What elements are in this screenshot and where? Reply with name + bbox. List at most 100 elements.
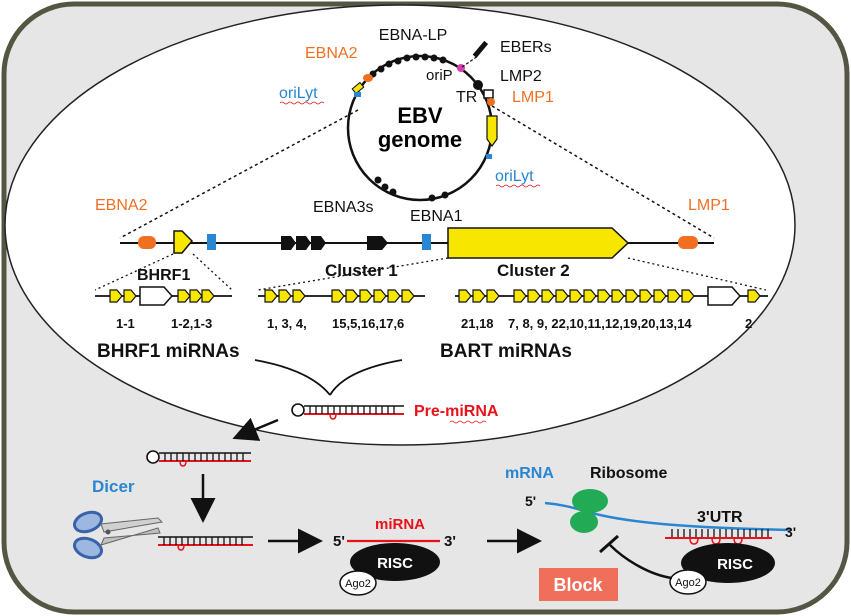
ebers-gene	[472, 40, 489, 58]
ago2-protein-2	[669, 569, 707, 595]
risc-label-2: RISC	[717, 556, 753, 573]
orilyt-left-underline	[279, 101, 325, 105]
cytoplasm-pre-mirna	[146, 450, 251, 467]
cluster1-mirna-marker	[345, 289, 359, 303]
ago2-label-1: Ago2	[345, 578, 371, 590]
cluster1-right-ids: 15,5,16,17,6	[332, 316, 404, 331]
cluster2-mirna-marker	[527, 289, 541, 303]
cluster2-mirna-marker	[541, 289, 555, 303]
cluster2-mirna-marker	[597, 289, 611, 303]
orilyt-left-marker	[354, 92, 361, 97]
bhrf1-mirna-marker	[189, 289, 203, 303]
pre-mirna-underline	[449, 420, 487, 424]
orilyt-right-underline	[495, 184, 541, 188]
ebna-lp-repeats	[369, 53, 447, 78]
cluster2-left-ids: 21,18	[461, 316, 494, 331]
cluster1-mirna-marker	[331, 289, 345, 303]
cluster2-mirna-marker	[667, 289, 681, 303]
linear-ebna1-gene	[367, 236, 388, 250]
nucleus-ellipse	[4, 4, 796, 446]
cluster2-title: Cluster 2	[497, 261, 570, 280]
ebna3s-markers	[374, 176, 449, 202]
pre-mirna-hairpin	[291, 403, 404, 420]
utr-label: 3'UTR	[697, 509, 743, 526]
ago2-label-2: Ago2	[675, 577, 701, 589]
cluster1-mirna-marker	[292, 289, 306, 303]
label-orilyt-left: oriLyt	[279, 85, 318, 102]
orilyt-left-yellow	[351, 81, 365, 95]
bhrf1-cluster-title: BHRF1	[137, 267, 190, 284]
cluster2-mirna-marker	[513, 289, 527, 303]
risc-complex-2	[681, 543, 775, 583]
linear-genome-map	[120, 227, 714, 259]
zoom-line-right	[491, 105, 715, 239]
bhrf1-mirna-marker	[177, 289, 191, 303]
bhrf1-mirna-marker	[201, 289, 215, 303]
bhrf1-zoom-right	[192, 253, 233, 291]
ebv-circular-genome: EBV genome	[346, 40, 498, 202]
risc-complex-1	[350, 543, 440, 581]
cluster2-mirna-marker	[639, 289, 653, 303]
bhrf1-zoom-left	[94, 253, 174, 291]
cluster2-mirna-marker	[486, 289, 500, 303]
pre-mirna-label: Pre-miRNA	[414, 403, 499, 420]
ribosome-label: Ribosome	[590, 465, 667, 482]
genome-title-line2: genome	[378, 127, 462, 152]
linear-label-ebna3s: EBNA3s	[313, 199, 373, 216]
export-arrow	[232, 417, 279, 441]
ribosome	[570, 489, 608, 533]
tr-marker	[483, 89, 494, 99]
cyto-pre-mirna-pairs	[164, 453, 244, 461]
risc-label-1: RISC	[377, 555, 413, 572]
cluster2-mirna-marker	[458, 289, 472, 303]
linear-ebna3a	[281, 236, 296, 250]
label-ebna2-circle: EBNA2	[305, 45, 358, 62]
linear-label-ebna1: EBNA1	[410, 208, 463, 225]
ebers-connector	[461, 55, 479, 68]
bart-zoom-left	[257, 257, 449, 291]
cluster1-left-ids: 1, 3, 4,	[267, 316, 307, 331]
pre-mirna-bulge	[329, 413, 337, 420]
bhrf1-orf-box	[139, 286, 174, 306]
duplex-bulge	[177, 544, 185, 551]
linear-ebna3c	[311, 236, 326, 250]
mrna-three-prime: 3'	[785, 524, 796, 540]
ebna2-gene	[363, 74, 373, 82]
linear-label-ebna2: EBNA2	[95, 197, 148, 214]
cluster2-mirna-marker	[583, 289, 597, 303]
risc-three-prime: 3'	[444, 533, 456, 550]
cluster2-mid-ids: 7, 8, 9, 22,10,11,12,19,20,13,14	[508, 316, 692, 331]
label-ebna-lp: EBNA-LP	[379, 27, 447, 44]
label-lmp2: LMP2	[500, 68, 542, 85]
inhibition-bar	[599, 534, 619, 554]
label-orilyt-right: oriLyt	[495, 168, 534, 185]
block-label: Block	[553, 575, 603, 595]
mrna-label: mRNA	[505, 465, 554, 482]
dicer-label: Dicer	[92, 477, 135, 496]
label-ebers: EBERs	[500, 39, 552, 56]
linear-ebna3b	[296, 236, 311, 250]
ribosome-large-subunit	[572, 489, 608, 513]
cluster2-mirna-marker	[747, 289, 761, 303]
cluster2-orf-box	[707, 286, 742, 306]
label-orip: oriP	[426, 67, 453, 84]
lmp2-gene	[473, 80, 483, 90]
bhrf1-left-ids: 1-1	[116, 316, 135, 331]
cluster1-mirna-marker	[387, 289, 401, 303]
linear-bart-region	[447, 227, 630, 259]
block-box	[539, 568, 618, 601]
utr-pairs	[671, 529, 769, 537]
mirna-label: miRNA	[375, 516, 425, 533]
pre-mirna-base-pairs	[309, 406, 395, 414]
cluster2-mirna-marker	[472, 289, 486, 303]
cluster1-mirna-marker	[373, 289, 387, 303]
linear-ebna2-gene	[138, 236, 156, 249]
converge-curve-left	[254, 359, 331, 396]
lmp1-gene	[487, 98, 495, 106]
bhrf1-mirna-marker	[109, 289, 123, 303]
cluster2-mirna-marker	[681, 289, 695, 303]
bart-zoom-right	[627, 257, 767, 291]
mrna-five-prime: 5'	[525, 493, 536, 509]
cluster2-mirna-marker	[653, 289, 667, 303]
